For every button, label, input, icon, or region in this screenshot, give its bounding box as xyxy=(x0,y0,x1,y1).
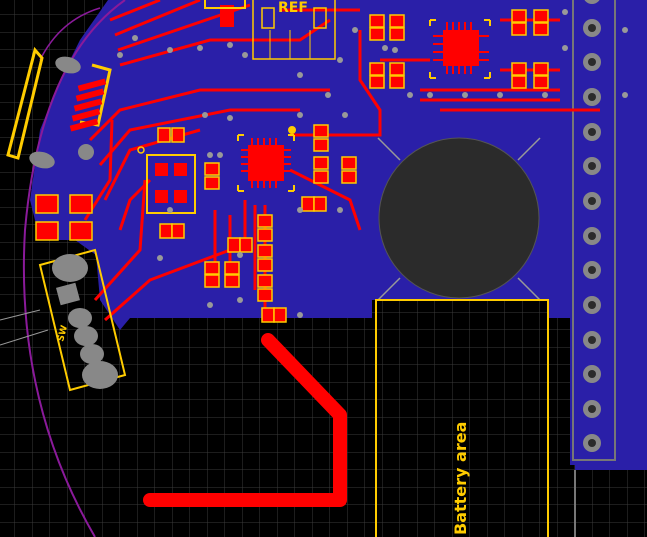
ref-label: REF xyxy=(278,0,308,16)
pin-header-outline xyxy=(572,0,616,461)
coin-cell-holder xyxy=(377,137,541,301)
battery-area-outline xyxy=(375,299,549,537)
board-outline-top xyxy=(39,7,101,61)
switch-connector: SW xyxy=(0,248,127,392)
board-outline xyxy=(22,0,126,537)
power-trace xyxy=(143,333,347,507)
passive-components xyxy=(35,9,549,323)
mcu-qfn xyxy=(237,134,295,192)
left-connector xyxy=(6,46,112,169)
battery-area-label: Battery area xyxy=(451,422,470,535)
imu-qfn xyxy=(429,19,491,79)
top-connector: REF xyxy=(204,0,336,60)
copper-pour xyxy=(30,0,575,465)
vias xyxy=(117,9,628,318)
sw-label: SW xyxy=(56,324,70,343)
sensor-module xyxy=(137,146,196,214)
copper-pour-right xyxy=(575,0,647,470)
pin-header-pads xyxy=(583,0,601,452)
